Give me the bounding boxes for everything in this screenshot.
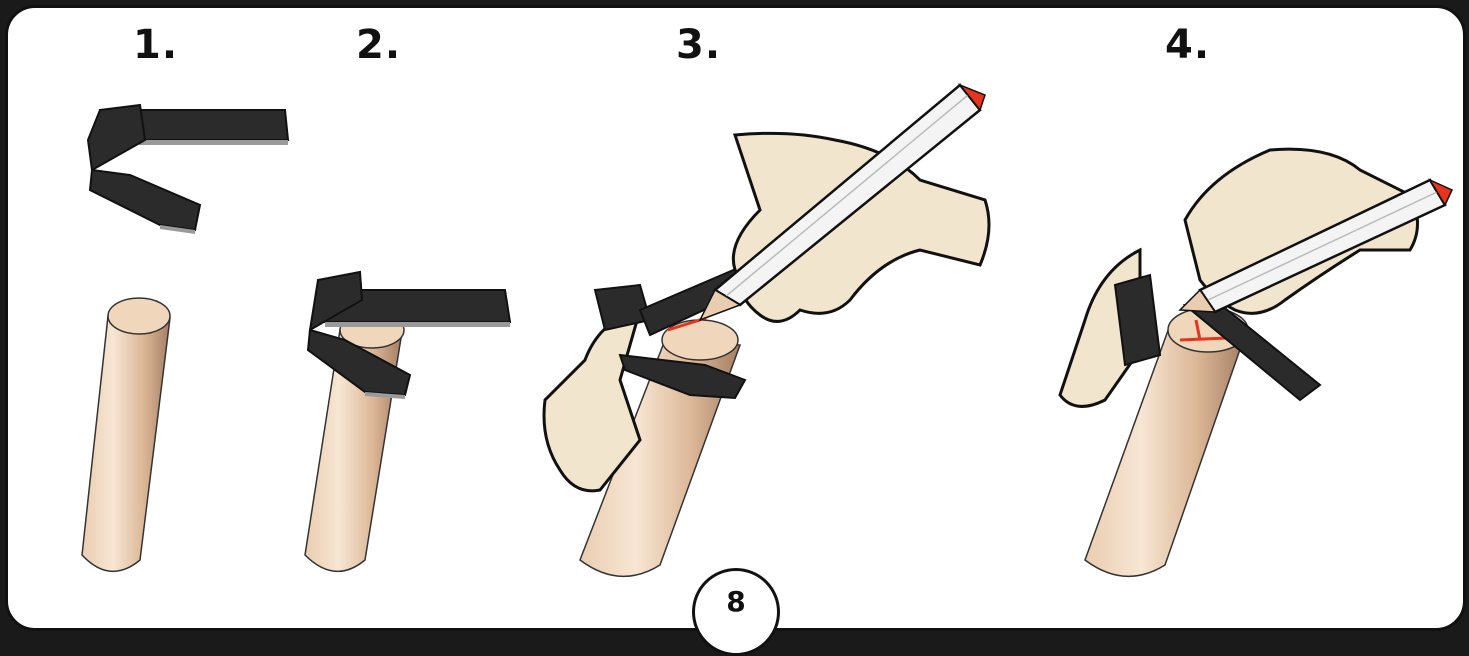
wooden-dowel-icon	[82, 298, 170, 571]
page-number-badge: 8	[692, 568, 780, 656]
centering-tool-icon	[88, 105, 288, 234]
step-2-illustration	[305, 272, 510, 571]
gloved-hand-icon	[733, 133, 989, 321]
illustration-canvas	[0, 0, 1469, 602]
step-3-illustration	[544, 85, 989, 576]
step-1-illustration	[82, 105, 288, 571]
step-4-illustration	[1060, 149, 1452, 576]
